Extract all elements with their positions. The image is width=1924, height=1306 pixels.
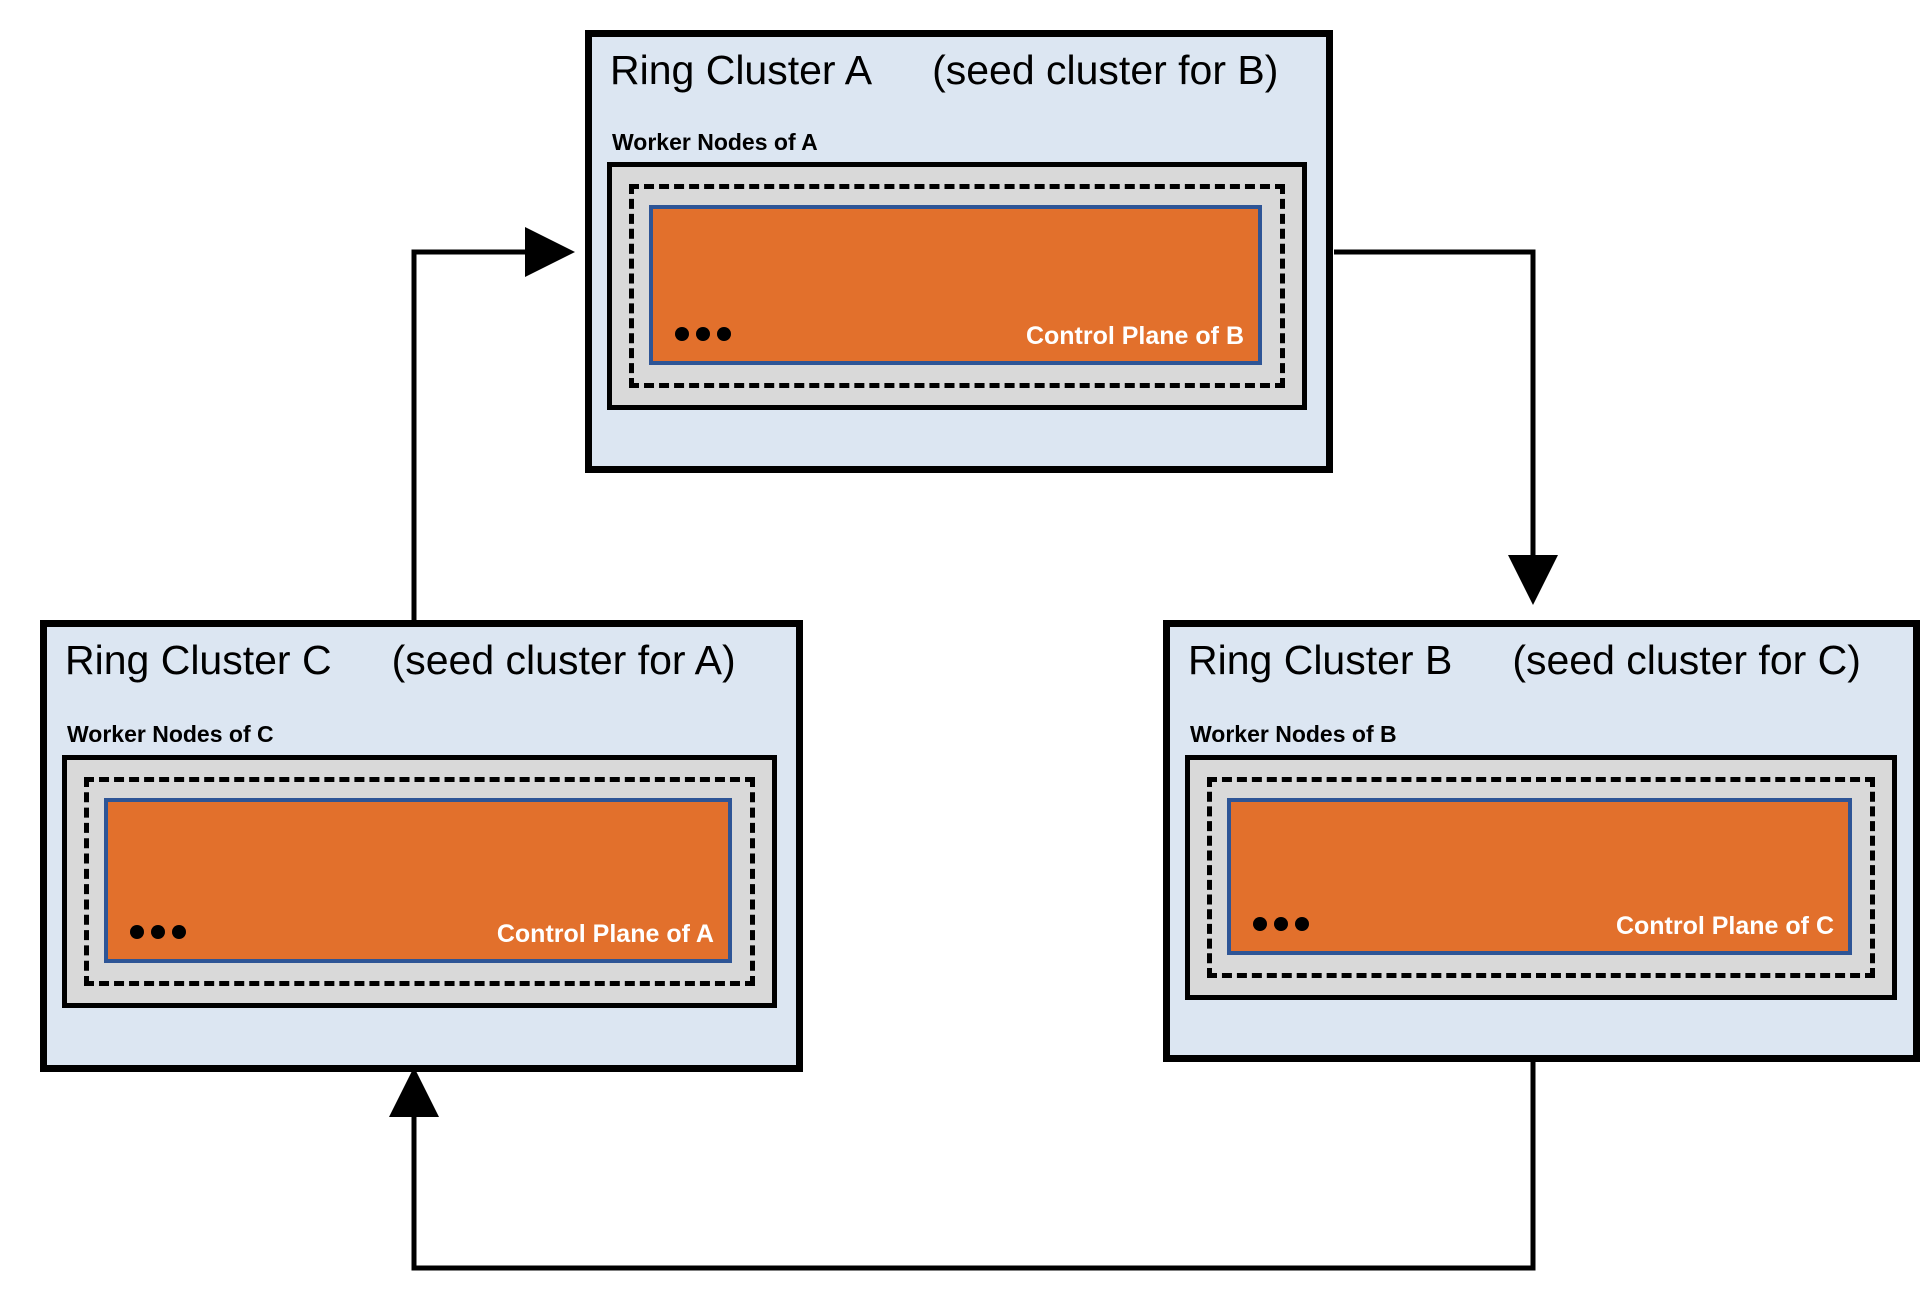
cluster-b-name: Ring Cluster B xyxy=(1188,637,1453,683)
cluster-c-node-boundary: Control Plane of A xyxy=(84,777,755,986)
cluster-a-control-plane[interactable]: Control Plane of B xyxy=(649,205,1262,365)
arrow-b-to-c xyxy=(389,1062,1536,1271)
cluster-b-seed-note: (seed cluster for C) xyxy=(1512,637,1861,683)
cluster-b-control-plane[interactable]: Control Plane of C xyxy=(1227,798,1852,955)
cluster-c-worker-label: Worker Nodes of C xyxy=(67,721,274,747)
cluster-b-title: Ring Cluster B (seed cluster for C) xyxy=(1188,637,1899,683)
cluster-a-ellipsis-dots xyxy=(675,327,731,341)
cluster-a-title: Ring Cluster A (seed cluster for B) xyxy=(610,47,1312,93)
cluster-b-control-plane-label: Control Plane of C xyxy=(1615,912,1834,940)
ring-cluster-c[interactable]: Ring Cluster C (seed cluster for A) Work… xyxy=(40,620,803,1072)
cluster-a-worker-label: Worker Nodes of A xyxy=(612,129,818,155)
cluster-a-worker-group[interactable]: Control Plane of B xyxy=(607,162,1307,410)
cluster-c-seed-note: (seed cluster for A) xyxy=(391,637,736,683)
cluster-b-node-boundary: Control Plane of C xyxy=(1207,777,1875,978)
arrow-a-to-b xyxy=(1334,249,1558,605)
cluster-c-control-plane-label: Control Plane of A xyxy=(496,920,714,948)
cluster-b-worker-label: Worker Nodes of B xyxy=(1190,721,1397,747)
cluster-c-name: Ring Cluster C xyxy=(65,637,332,683)
arrow-c-to-a xyxy=(411,227,575,620)
cluster-b-ellipsis-dots xyxy=(1253,917,1309,931)
cluster-a-node-boundary: Control Plane of B xyxy=(629,184,1285,388)
cluster-a-control-plane-label: Control Plane of B xyxy=(1025,322,1244,350)
cluster-c-title: Ring Cluster C (seed cluster for A) xyxy=(65,637,782,683)
cluster-c-worker-group[interactable]: Control Plane of A xyxy=(62,755,777,1008)
cluster-a-name: Ring Cluster A xyxy=(610,47,873,93)
ring-cluster-a[interactable]: Ring Cluster A (seed cluster for B) Work… xyxy=(585,30,1333,473)
cluster-b-worker-group[interactable]: Control Plane of C xyxy=(1185,755,1897,1000)
ring-cluster-b[interactable]: Ring Cluster B (seed cluster for C) Work… xyxy=(1163,620,1920,1062)
cluster-c-ellipsis-dots xyxy=(130,925,186,939)
cluster-a-seed-note: (seed cluster for B) xyxy=(932,47,1279,93)
cluster-c-control-plane[interactable]: Control Plane of A xyxy=(104,798,732,963)
